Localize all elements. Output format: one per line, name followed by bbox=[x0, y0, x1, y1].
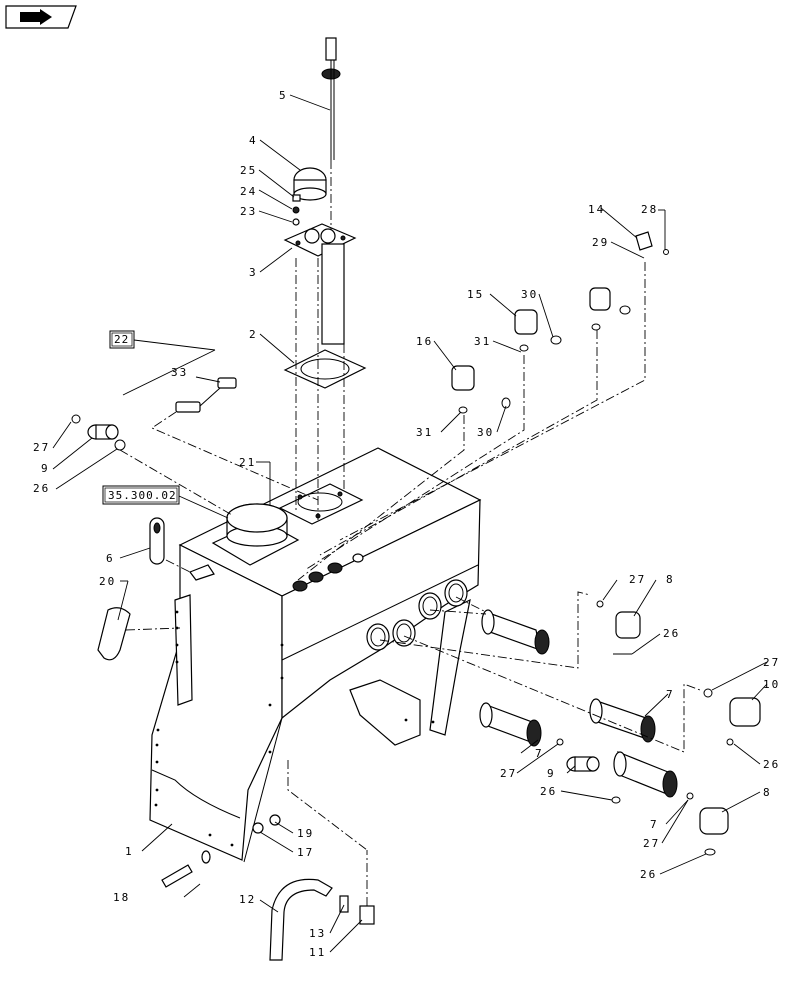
callout-18: 18 bbox=[113, 891, 130, 904]
callout-26: 26 bbox=[640, 868, 657, 881]
callout-2: 2 bbox=[249, 328, 258, 341]
elbow-8-upper bbox=[596, 600, 641, 639]
reference-35-300-02-label: 35.300.02 bbox=[108, 489, 177, 502]
reference-box-35-300-02[interactable]: 35.300.02 bbox=[102, 485, 180, 505]
leader-lines bbox=[52, 94, 768, 953]
callout-33: 33 bbox=[171, 366, 188, 379]
callout-17: 17 bbox=[297, 846, 314, 859]
small-parts-23-25 bbox=[292, 194, 301, 226]
sensor-33 bbox=[175, 377, 237, 413]
callout-27: 27 bbox=[33, 441, 50, 454]
filter-housing bbox=[211, 503, 300, 566]
callout-28: 28 bbox=[641, 203, 658, 216]
tank-ports bbox=[292, 553, 364, 592]
callout-20: 20 bbox=[99, 575, 116, 588]
reference-22-label: 22 bbox=[114, 333, 129, 346]
reference-box-22[interactable]: 22 bbox=[109, 330, 135, 349]
callout-26: 26 bbox=[540, 785, 557, 798]
filter-element-7-lower bbox=[613, 751, 678, 798]
elbow-fitting-upper bbox=[589, 287, 631, 331]
fitting-9-right bbox=[556, 738, 621, 804]
dipstick-5 bbox=[321, 37, 341, 160]
elbow-16 bbox=[451, 365, 511, 414]
cap-4 bbox=[293, 167, 327, 201]
callout-27: 27 bbox=[629, 573, 646, 586]
fitting-9-left bbox=[71, 414, 126, 451]
callout-16: 16 bbox=[416, 335, 433, 348]
hose-12 bbox=[269, 878, 333, 961]
callout-29: 29 bbox=[592, 236, 609, 249]
callout-7: 7 bbox=[650, 818, 659, 831]
callout-10: 10 bbox=[763, 678, 780, 691]
callout-27: 27 bbox=[643, 837, 660, 850]
filter-element-7-left bbox=[479, 702, 542, 747]
callout-27: 27 bbox=[763, 656, 780, 669]
callout-11: 11 bbox=[309, 946, 326, 959]
callout-14: 14 bbox=[588, 203, 605, 216]
callout-27: 27 bbox=[500, 767, 517, 780]
callout-26: 26 bbox=[663, 627, 680, 640]
gasket-2 bbox=[283, 349, 367, 389]
callout-6: 6 bbox=[106, 552, 115, 565]
callout-8: 8 bbox=[763, 786, 772, 799]
callout-4: 4 bbox=[249, 134, 258, 147]
callout-26: 26 bbox=[33, 482, 50, 495]
elbow-10 bbox=[703, 688, 761, 746]
callout-21: 21 bbox=[239, 456, 256, 469]
callout-30: 30 bbox=[477, 426, 494, 439]
filter-element-upper bbox=[481, 609, 550, 655]
callout-7: 7 bbox=[535, 747, 544, 760]
callout-5: 5 bbox=[279, 89, 288, 102]
sender-mount-plate bbox=[278, 483, 364, 525]
callout-24: 24 bbox=[240, 185, 257, 198]
callout-9: 9 bbox=[547, 767, 556, 780]
callout-31: 31 bbox=[416, 426, 433, 439]
callout-12: 12 bbox=[239, 893, 256, 906]
callout-13: 13 bbox=[309, 927, 326, 940]
drain-valve-11-13 bbox=[339, 850, 375, 925]
next-page-icon[interactable] bbox=[5, 5, 77, 29]
elbow-15 bbox=[514, 309, 562, 352]
gasket-20 bbox=[97, 607, 131, 661]
callout-1: 1 bbox=[125, 845, 134, 858]
callout-26: 26 bbox=[763, 758, 780, 771]
callout-8: 8 bbox=[666, 573, 675, 586]
elbow-14 bbox=[635, 231, 669, 255]
callout-7: 7 bbox=[666, 688, 675, 701]
callout-30: 30 bbox=[521, 288, 538, 301]
callout-labels: 5 4 25 24 23 3 2 14 28 29 15 30 31 16 31… bbox=[33, 89, 780, 959]
washer-17-19 bbox=[252, 814, 281, 834]
callout-19: 19 bbox=[297, 827, 314, 840]
bolt-18 bbox=[161, 850, 211, 888]
callout-31: 31 bbox=[474, 335, 491, 348]
callout-15: 15 bbox=[467, 288, 484, 301]
elbow-8-lower bbox=[686, 792, 729, 856]
sender-flange-3 bbox=[283, 223, 357, 345]
callout-25: 25 bbox=[240, 164, 257, 177]
callout-23: 23 bbox=[240, 205, 257, 218]
callout-3: 3 bbox=[249, 266, 258, 279]
bracket-6 bbox=[149, 517, 165, 565]
callout-9: 9 bbox=[41, 462, 50, 475]
